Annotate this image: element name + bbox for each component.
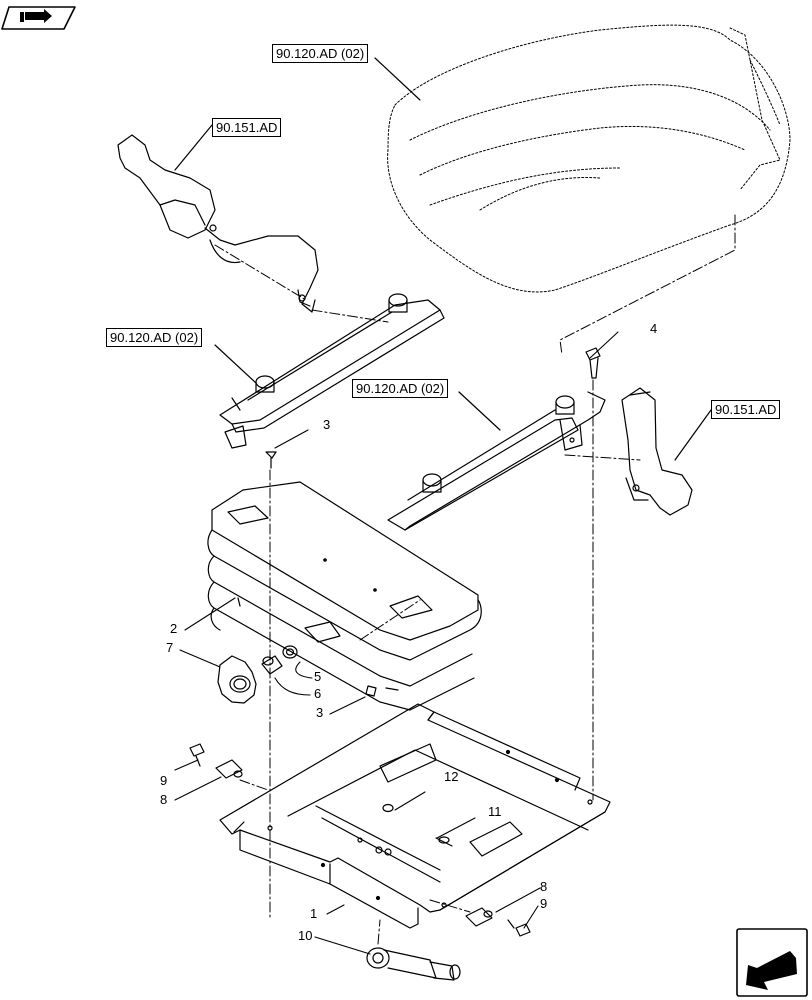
callout-9-left: 9 xyxy=(160,773,168,788)
callout-8-right: 8 xyxy=(540,879,548,894)
callout-4: 4 xyxy=(650,321,658,336)
callout-1: 1 xyxy=(310,906,318,921)
callout-3-lower: 3 xyxy=(316,705,324,720)
spacer-6 xyxy=(261,655,283,675)
callout-5: 5 xyxy=(314,669,322,684)
bracket-8-left xyxy=(215,759,243,779)
assembly-lines xyxy=(214,214,736,945)
screw-3-upper xyxy=(265,451,277,469)
washer-5 xyxy=(282,645,298,659)
seat-belt-left xyxy=(117,134,319,313)
bolt-9-left xyxy=(189,743,205,767)
callout-leaders xyxy=(174,331,619,955)
callout-3-upper: 3 xyxy=(323,417,331,432)
base-frame xyxy=(219,703,611,929)
next-page-arrow-icon xyxy=(736,928,808,997)
reference-rail-right: 90.120.AD (02) xyxy=(352,379,449,398)
reference-belt-left: 90.151.AD xyxy=(212,118,282,137)
reference-rail-left: 90.120.AD (02) xyxy=(106,328,203,347)
bracket-8-right xyxy=(465,907,493,927)
reference-belt-right: 90.151.AD xyxy=(711,400,781,419)
bolt-4 xyxy=(585,347,601,379)
suspension-bellows xyxy=(207,481,482,711)
callout-2: 2 xyxy=(170,621,178,636)
callout-10: 10 xyxy=(298,928,313,943)
book-arrow-icon xyxy=(1,6,76,30)
reference-leaders xyxy=(174,57,712,461)
callout-11: 11 xyxy=(488,804,502,819)
callout-9-right: 9 xyxy=(540,896,548,911)
seat-belt-right xyxy=(621,387,693,516)
shock-absorber xyxy=(366,947,461,981)
callout-7: 7 xyxy=(166,640,174,655)
callout-12: 12 xyxy=(444,769,459,784)
seat-rail-right xyxy=(387,391,606,531)
seat-cushion xyxy=(387,24,791,293)
seat-rail-left xyxy=(219,293,445,449)
bolt-9-right xyxy=(507,919,531,937)
adjustment-knob xyxy=(217,655,257,704)
callout-6: 6 xyxy=(314,686,322,701)
reference-seat-cushion: 90.120.AD (02) xyxy=(272,44,369,63)
screw-3-lower xyxy=(365,685,377,697)
callout-8-left: 8 xyxy=(160,792,168,807)
